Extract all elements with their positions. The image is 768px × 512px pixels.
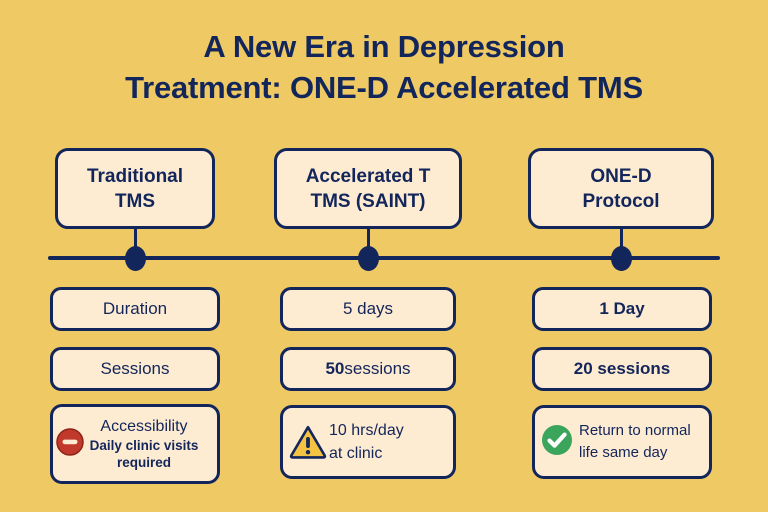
timeline-node-1 [125, 246, 146, 271]
title-line-2: Treatment: ONE-D Accelerated TMS [125, 70, 643, 105]
sessions-card-one-d: 20 sessions [532, 347, 712, 391]
duration-card-one-d: 1 Day [532, 287, 712, 331]
header-card-line-2: TMS [114, 190, 156, 212]
feature-line-1: 10 hrs/day [329, 422, 404, 439]
duration-value: 5 days [342, 299, 394, 318]
header-card-line-1: Traditional [86, 165, 184, 187]
timeline-stem-3 [620, 229, 623, 257]
duration-card-accelerated: 5 days [280, 287, 456, 331]
accessibility-card-traditional: Accessibility Daily clinic visits requir… [50, 404, 220, 484]
header-card-line-1: Accelerated T [305, 165, 431, 187]
timeline-axis [48, 256, 720, 260]
feature-line-2: at clinic [329, 445, 383, 462]
feature-line-1: Return to normal [579, 422, 691, 439]
sessions-value: 20 sessions [573, 359, 671, 378]
timeline-node-3 [611, 246, 632, 271]
header-card-traditional-tms: Traditional TMS [55, 148, 215, 229]
timeline-stem-1 [134, 229, 137, 257]
title-line-1: A New Era in Depression [203, 29, 565, 64]
sessions-card-accelerated: 50 sessions [280, 347, 456, 391]
header-card-one-d-protocol: ONE-D Protocol [528, 148, 714, 229]
timeline-stem-2 [367, 229, 370, 257]
duration-value: Duration [102, 299, 168, 318]
duration-value: 1 Day [599, 299, 645, 318]
timeline-node-2 [358, 246, 379, 271]
sessions-value-number: 50 [325, 359, 345, 378]
feature-line-2: Daily clinic visits [89, 438, 199, 453]
minus-circle-icon [56, 428, 84, 456]
feature-line-2: life same day [579, 444, 668, 461]
sessions-value: Sessions [100, 359, 170, 378]
check-circle-icon [542, 425, 572, 455]
header-card-line-2: Protocol [582, 190, 660, 212]
duration-card-traditional: Duration [50, 287, 220, 331]
page-title: A New Era in Depression Treatment: ONE-D… [0, 26, 768, 108]
feature-line-3: required [116, 455, 171, 470]
header-card-line-1: ONE-D [590, 165, 652, 187]
header-card-accelerated-tms: Accelerated T TMS (SAINT) [274, 148, 462, 229]
sessions-card-traditional: Sessions [50, 347, 220, 391]
header-card-line-2: TMS (SAINT) [310, 190, 426, 212]
feature-line-1: Accessibility [100, 418, 188, 435]
sessions-value-unit: sessions [344, 359, 411, 378]
warning-triangle-icon [289, 425, 327, 459]
